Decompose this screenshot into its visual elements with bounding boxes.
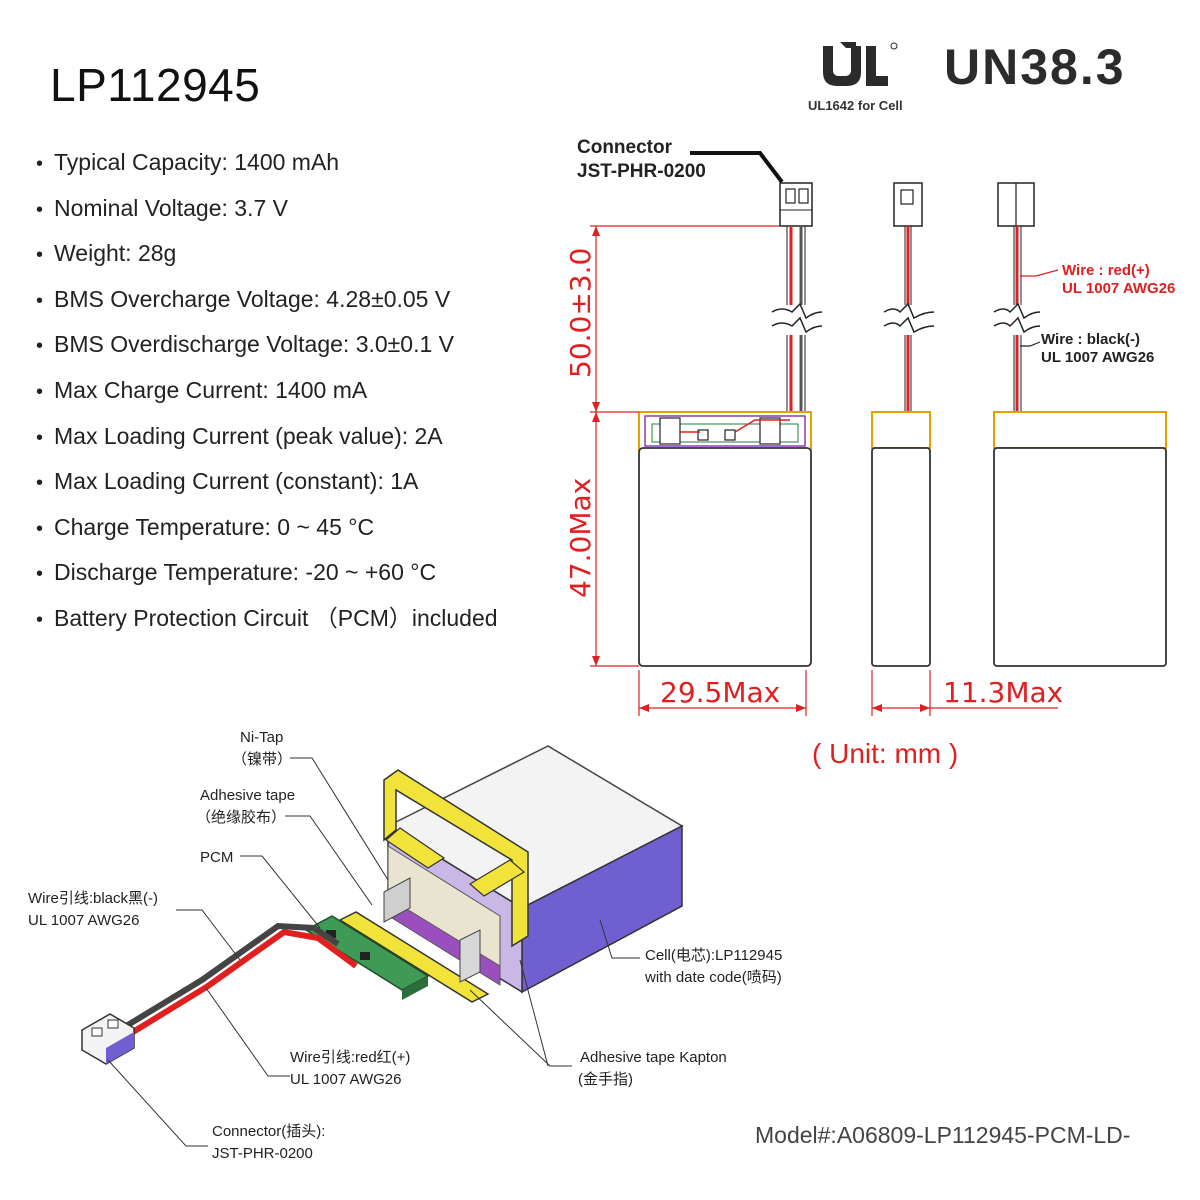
spec-item: •Max Charge Current: 1400 mA [36, 368, 498, 414]
unit-note: ( Unit: mm ) [812, 738, 959, 769]
bullet: • [36, 426, 44, 449]
ni-tap-label: Ni-Tap [240, 729, 283, 746]
connector-shape [779, 182, 813, 227]
iso-red-wire-label: Wire引线:red红(+) [290, 1049, 410, 1066]
iso-connector-label: Connector(插头): [212, 1123, 325, 1140]
black-wire-spec: UL 1007 AWG26 [1041, 349, 1154, 366]
kapton-cn-label: (金手指) [578, 1071, 633, 1088]
spec-item: •Charge Temperature: 0 ~ 45 °C [36, 505, 498, 551]
spec-item: •Max Loading Current (peak value): 2A [36, 414, 498, 460]
cell-body-back [993, 447, 1167, 667]
spec-list: •Typical Capacity: 1400 mAh •Nominal Vol… [36, 140, 498, 642]
iso-red-wire [118, 928, 358, 1043]
iso-black-wire [111, 922, 340, 1037]
bullet: • [36, 563, 44, 586]
iso-connector-part: JST-PHR-0200 [212, 1145, 313, 1162]
ul-cert-note: UL1642 for Cell [808, 98, 903, 113]
spec-item: •BMS Overdischarge Voltage: 3.0±0.1 V [36, 322, 498, 368]
adhesive-tape-label: Adhesive tape [200, 787, 295, 804]
bullet: • [36, 198, 44, 221]
cell-date-code-label: with date code(喷码) [644, 969, 782, 986]
connector-label: Connector [577, 137, 673, 158]
cell-body-front [638, 447, 812, 667]
bullet: • [36, 472, 44, 495]
lead-length-dimension: 50.0±3.0 [564, 248, 597, 378]
spec-item: •Battery Protection Circuit （PCM）include… [36, 596, 498, 642]
bullet: • [36, 335, 44, 358]
back-view: Wire : red(+) UL 1007 AWG26 Wire : black… [993, 182, 1175, 667]
connector-leader [690, 151, 784, 184]
bullet: • [36, 153, 44, 175]
front-view: Connector JST-PHR-0200 50.0±3.0 [564, 137, 823, 716]
ul-logo-icon [823, 42, 898, 86]
spec-item: •Weight: 28g [36, 231, 498, 277]
width-dimension: 29.5Max [660, 676, 780, 709]
pcm-label: PCM [200, 849, 233, 866]
bullet: • [36, 289, 44, 312]
height-dimension: 47.0Max [564, 478, 597, 598]
kapton-label: Adhesive tape Kapton [580, 1049, 727, 1066]
cell-body-side [871, 447, 931, 667]
bullet: • [36, 517, 44, 540]
spec-item: •Discharge Temperature: -20 ~ +60 °C [36, 550, 498, 596]
spec-item: •Nominal Voltage: 3.7 V [36, 186, 498, 232]
kapton-tape [338, 911, 490, 1003]
connector-part-label: JST-PHR-0200 [577, 161, 706, 182]
ni-tap-cn-label: （镍带） [232, 750, 292, 768]
bullet: • [36, 608, 44, 631]
adhesive-tape-cn-label: （绝缘胶布） [196, 809, 286, 826]
iso-black-wire-spec: UL 1007 AWG26 [28, 912, 139, 929]
side-view: 11.3Max [871, 182, 1063, 716]
cell-label: Cell(电芯):LP112945 [645, 947, 782, 964]
un38-cert: UN38.3 [944, 39, 1126, 95]
iso-red-wire-spec: UL 1007 AWG26 [290, 1071, 401, 1088]
bullet: • [36, 380, 44, 403]
red-wire-spec: UL 1007 AWG26 [1062, 280, 1175, 297]
page-title: LP112945 [50, 59, 261, 111]
thickness-dimension: 11.3Max [943, 676, 1063, 709]
spec-item: •Max Loading Current (constant): 1A [36, 459, 498, 505]
ni-tab [383, 769, 529, 948]
spec-item: •Typical Capacity: 1400 mAh [36, 140, 498, 186]
red-wire-label: Wire : red(+) [1062, 262, 1150, 279]
isometric-view: Ni-Tap （镍带） Adhesive tape （绝缘胶布） PCM Wir… [28, 729, 782, 1162]
model-number: Model#:A06809-LP112945-PCM-LD- [755, 1122, 1131, 1148]
bullet: • [36, 244, 44, 267]
iso-black-wire-label: Wire引线:black黑(-) [28, 890, 158, 907]
leader-lines [107, 757, 640, 1147]
black-wire-label: Wire : black(-) [1041, 331, 1140, 348]
spec-item: •BMS Overcharge Voltage: 4.28±0.05 V [36, 277, 498, 323]
